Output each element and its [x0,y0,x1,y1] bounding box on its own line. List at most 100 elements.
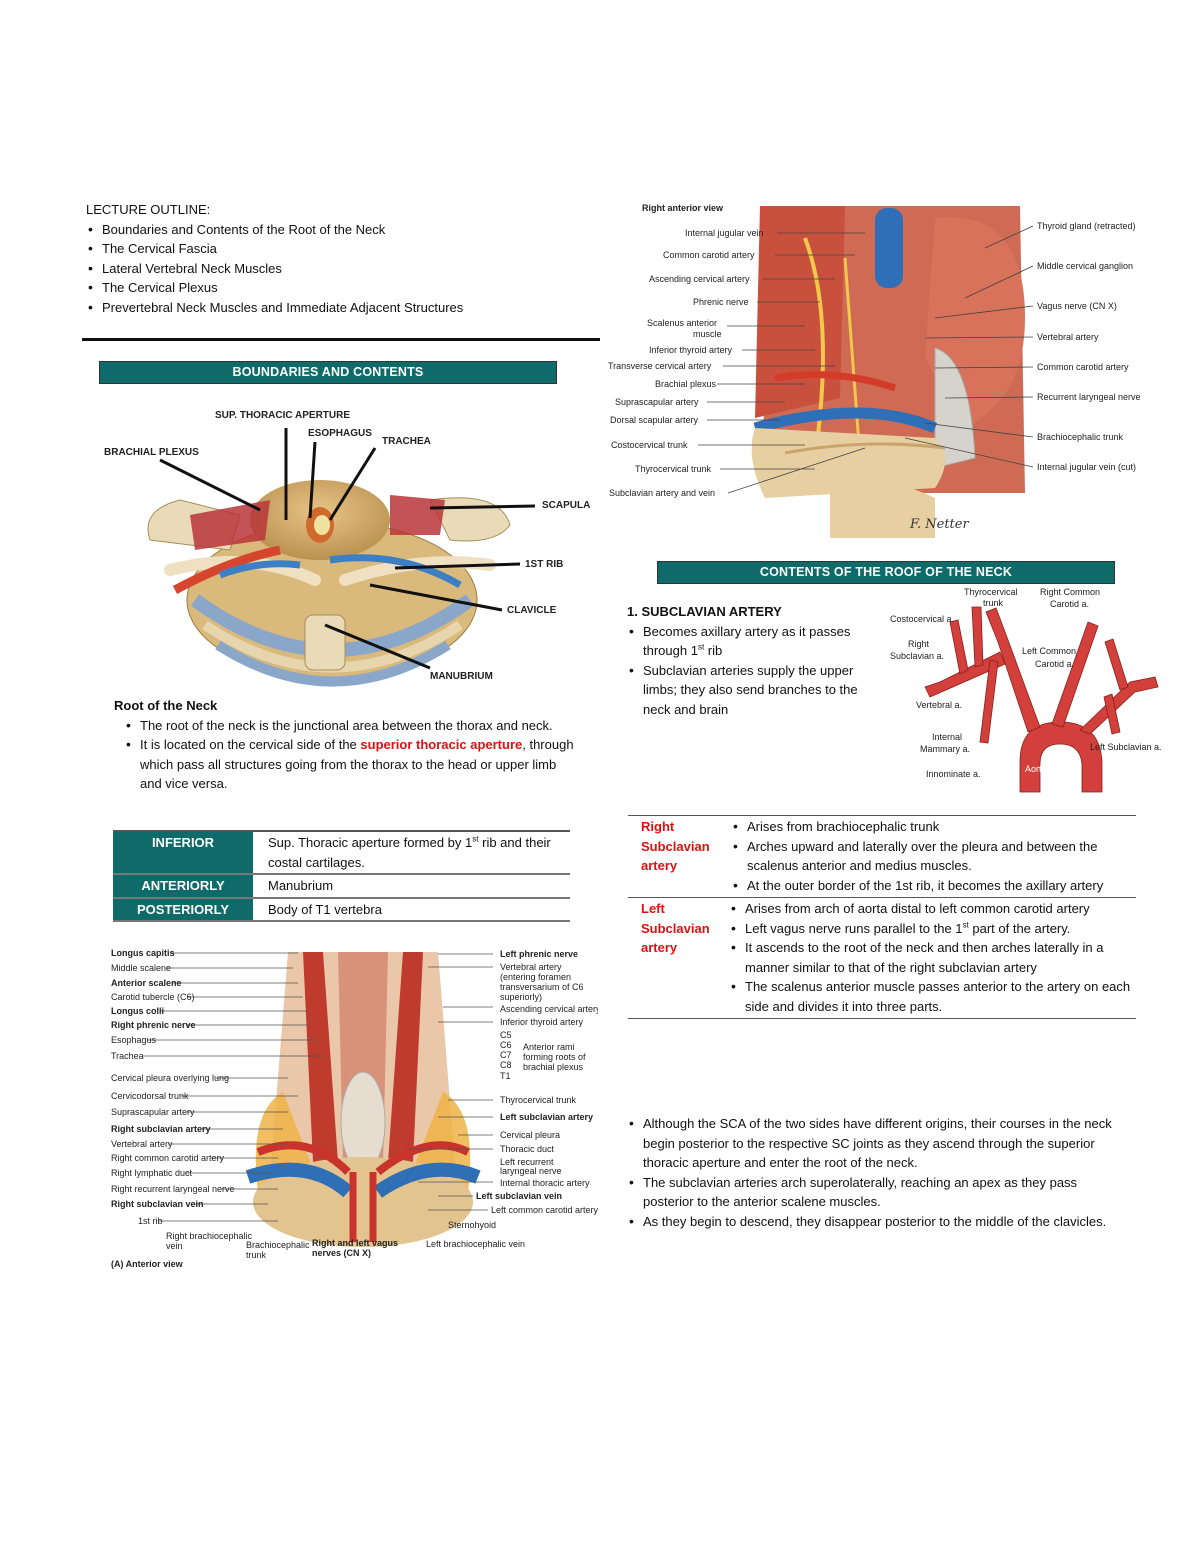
label-brachial: BRACHIAL PLEXUS [104,447,199,458]
label: Brachiocephalic trunk [1037,432,1124,442]
label: Right [908,639,930,649]
label: Right common carotid artery [111,1153,225,1163]
subclavian-heading: 1. SUBCLAVIAN ARTERY [627,604,782,619]
label: Right Common [1040,587,1100,597]
label: Cervical pleura overlying lung [111,1073,229,1083]
outline-item: The Cervical Fascia [86,239,586,259]
lecture-outline: LECTURE OUTLINE: Boundaries and Contents… [86,200,586,317]
label: Vertebral artery [111,1139,173,1149]
label: Internal jugular vein (cut) [1037,462,1136,472]
label: Right and left vagus [312,1238,398,1248]
label: Middle cervical ganglion [1037,261,1133,271]
label: Longus colli [111,1006,164,1016]
label: Vagus nerve (CN X) [1037,301,1117,311]
subclavian-section: 1. SUBCLAVIAN ARTERY Becomes axillary ar… [627,602,887,719]
label: Subclavian artery and vein [609,488,715,498]
figure-title: Right anterior view [642,203,724,213]
table-row: POSTERIORLY Body of T1 vertebra [113,897,570,921]
netter-signature: F. Netter [909,517,969,532]
label: Left recurrent [500,1157,554,1167]
section-divider [82,338,600,341]
label: Thoracic duct [500,1144,555,1154]
label: Cervicodorsal trunk [111,1091,189,1101]
banner-boundaries: BOUNDARIES AND CONTENTS [99,361,557,384]
label: Brachial plexus [655,379,717,389]
table-row: Left Subclavian artery Arises from arch … [628,898,1136,1019]
label: laryngeal nerve [500,1166,562,1176]
list-item: The scalenus anterior muscle passes ante… [729,977,1136,1016]
boundaries-table: INFERIOR Sup. Thoracic aperture formed b… [113,830,570,922]
label-esophagus: ESOPHAGUS [308,428,372,439]
label: Costocervical a. [890,614,954,624]
label: Right brachiocephalic [166,1231,253,1241]
list-item: Arises from arch of aorta distal to left… [729,899,1136,919]
note-item: As they begin to descend, they disappear… [627,1212,1127,1232]
label: Left subclavian artery [500,1112,593,1122]
label: Thyrocervical trunk [635,464,712,474]
subclavian-bullet: Becomes axillary artery as it passes thr… [627,622,887,661]
label: Suprascapular artery [111,1107,195,1117]
note-item: The subclavian arteries arch superolater… [627,1173,1127,1212]
label: Left subclavian vein [476,1191,562,1201]
root-bullet2-pre: It is located on the cervical side of th… [140,737,361,752]
list-item: Left vagus nerve runs parallel to the 1s… [729,919,1136,939]
label: C5 [500,1030,512,1040]
label: forming roots of [523,1052,586,1062]
label: Thyrocervical trunk [500,1095,577,1105]
label: Vertebral a. [916,700,962,710]
label: Inferior thyroid artery [649,345,733,355]
outline-item: Prevertebral Neck Muscles and Immediate … [86,298,586,318]
label-scapula: SCAPULA [542,500,590,511]
list-item: Arises from brachiocephalic trunk [731,817,1136,837]
label: Suprascapular artery [615,397,699,407]
figure-right-anterior-view: F. Netter Right anterior view Internal j… [608,203,1141,538]
label-clavicle: CLAVICLE [507,605,557,616]
label: vein [166,1241,183,1251]
root-heading: Root of the Neck [114,698,218,713]
label: Middle scalene [111,963,171,973]
label-trachea: TRACHEA [382,436,431,447]
label: Internal [932,732,962,742]
label: Right recurrent laryngeal nerve [111,1184,235,1194]
figure-thoracic-aperture: SUP. THORACIC APERTURE ESOPHAGUS TRACHEA… [104,410,590,687]
label: Ascending cervical artery [649,274,750,284]
label: trunk [983,598,1004,608]
label: Right subclavian artery [111,1124,211,1134]
row-label: Left Subclavian artery [641,901,710,955]
label: Internal jugular vein [685,228,764,238]
row-value: Manubrium [268,878,334,893]
row-content: Arises from arch of aorta distal to left… [729,898,1136,1019]
label: C6 [500,1040,512,1050]
subclavian-comparison-table: Right Subclavian artery Arises from brac… [628,815,1136,1019]
figure-caption: (A) Anterior view [111,1259,184,1269]
label: muscle [693,329,722,339]
row-value: Sup. Thoracic aperture formed by 1st rib… [268,834,551,870]
label: (entering foramen [500,972,571,982]
outline-item: Lateral Vertebral Neck Muscles [86,259,586,279]
table-row: ANTERIORLY Manubrium [113,874,570,898]
list-item: Arches upward and laterally over the ple… [731,837,1136,876]
outline-item: Boundaries and Contents of the Root of t… [86,220,586,240]
label: Right subclavian vein [111,1199,204,1209]
label: Phrenic nerve [693,297,749,307]
label: Left common carotid artery [491,1205,598,1215]
subclavian-list: Becomes axillary artery as it passes thr… [627,622,887,720]
row-label: Right Subclavian artery [641,819,710,873]
label: Carotid a. [1035,659,1074,669]
label: Trachea [111,1051,144,1061]
label: Carotid a. [1050,599,1089,609]
label: Thyrocervical [964,587,1018,597]
root-of-neck-section: Root of the Neck The root of the neck is… [114,696,574,794]
row-label: INFERIOR [113,831,253,874]
label: Innominate a. [926,769,981,779]
label: Thyroid gland (retracted) [1037,221,1136,231]
label: Costocervical trunk [611,440,688,450]
banner-contents: CONTENTS OF THE ROOF OF THE NECK [657,561,1115,584]
label: Carotid tubercle (C6) [111,992,195,1002]
root-bullet: The root of the neck is the junctional a… [124,716,574,736]
label-manubrium: MANUBRIUM [430,671,493,682]
label: Anterior scalene [111,978,182,988]
label: Internal thoracic artery [500,1178,590,1188]
label: Dorsal scapular artery [610,415,699,425]
label: Brachiocephalic [246,1240,310,1250]
